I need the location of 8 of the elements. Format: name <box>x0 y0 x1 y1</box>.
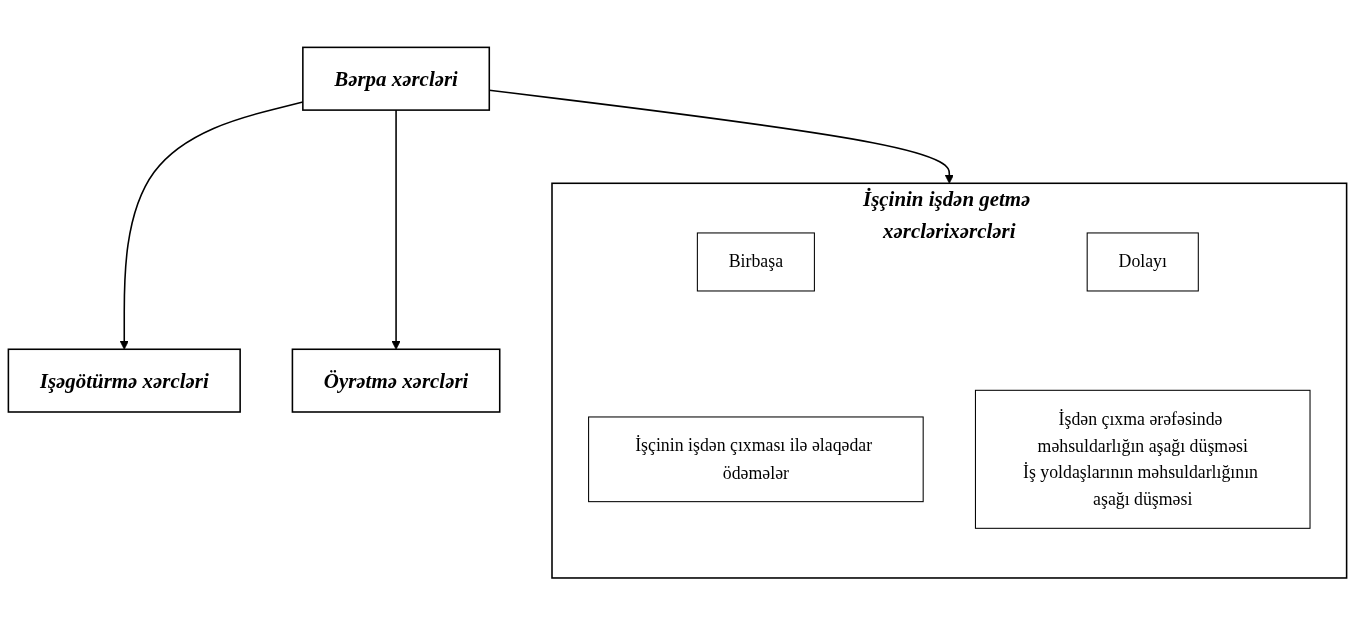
node-box: Öyrətmə xərcləri <box>291 348 501 413</box>
arrow <box>391 109 401 350</box>
node-box: Dolayı <box>1086 232 1199 292</box>
node-box: Birbaşa <box>696 232 815 292</box>
node-box: Bərpa xərcləri <box>302 46 491 111</box>
node-box: İşçinin işdən çıxması ilə əlaqədar ödəmələr <box>588 416 924 502</box>
node-box: Işəgötürmə xərcləri <box>7 348 241 413</box>
node-box: İşdən çıxma ərəfəsində məhsuldarlığın aşağı düşməsi İş yoldaşlarının məhsuldarlığının aşağı düşməsi <box>974 389 1311 529</box>
